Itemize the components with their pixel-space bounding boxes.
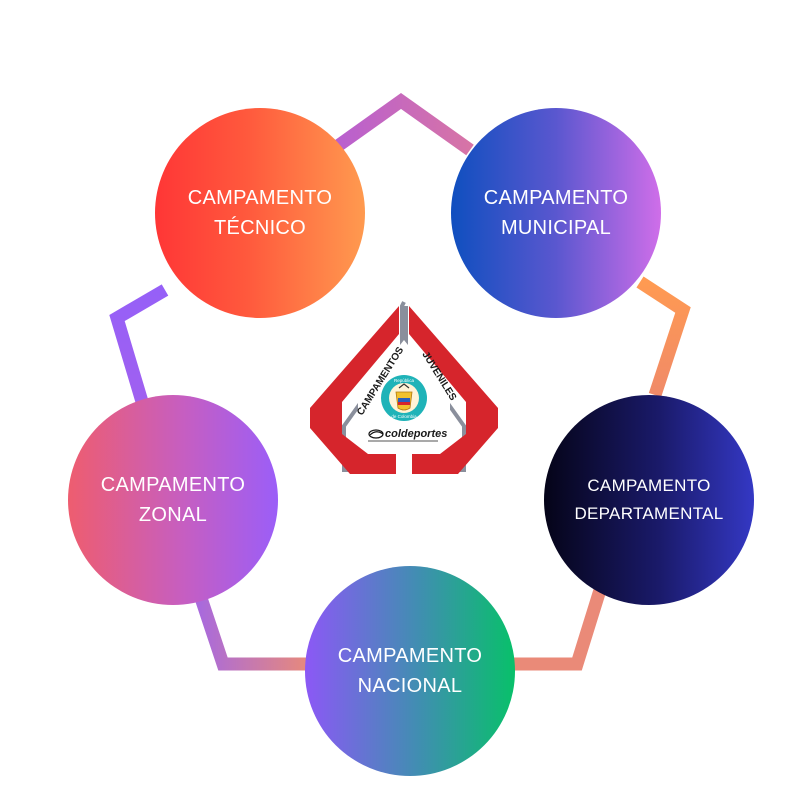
- node-nacional-line1: CAMPAMENTO: [337, 645, 483, 667]
- node-municipal-line1: CAMPAMENTO: [483, 187, 629, 209]
- seal-text-top: República: [394, 378, 415, 383]
- node-campamento-nacional: CAMPAMENTO NACIONAL: [305, 566, 515, 776]
- edge-bottom-left: [193, 592, 310, 671]
- coldeportes-brand-icon: [368, 429, 384, 439]
- node-zonal-line2: ZONAL: [138, 504, 208, 526]
- node-campamento-municipal: CAMPAMENTO MUNICIPAL: [451, 108, 661, 318]
- node-municipal-line2: MUNICIPAL: [500, 217, 612, 239]
- edge-top: [331, 93, 474, 156]
- logo-brand: coldeportes: [385, 428, 447, 440]
- node-campamento-tecnico: CAMPAMENTO TÉCNICO: [155, 108, 365, 318]
- node-zonal-line1: CAMPAMENTO: [100, 474, 246, 496]
- campamentos-juveniles-logo: CAMPAMENTOS JUVENILES República de Colom…: [310, 301, 498, 474]
- node-departamental-line1: CAMPAMENTO: [587, 476, 711, 495]
- node-tecnico-line2: TÉCNICO: [213, 217, 307, 239]
- node-tecnico-line1: CAMPAMENTO: [187, 187, 333, 209]
- edge-left: [109, 284, 169, 407]
- node-campamento-departamental: CAMPAMENTO DEPARTAMENTAL: [544, 395, 754, 605]
- edge-bottom-right: [500, 588, 607, 671]
- seal-text-bottom: de Colombia: [391, 414, 417, 419]
- edge-right: [636, 276, 691, 398]
- colombia-seal-icon: [381, 375, 427, 421]
- node-nacional-line2: NACIONAL: [357, 675, 463, 697]
- node-campamento-zonal: CAMPAMENTO ZONAL: [68, 395, 278, 605]
- node-departamental-line2: DEPARTAMENTAL: [574, 504, 724, 523]
